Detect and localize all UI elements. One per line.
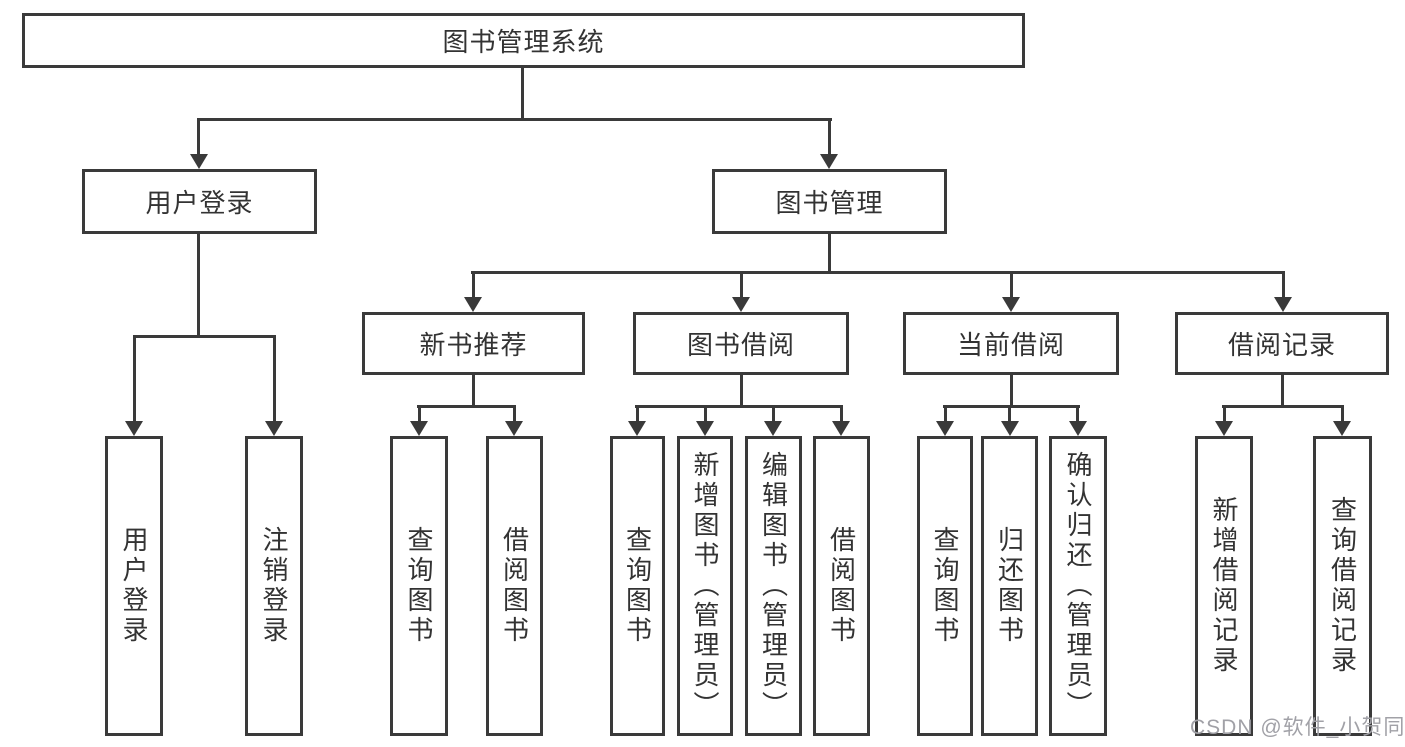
node-borrowing-records: 借阅记录 (1175, 312, 1389, 375)
node-label: 确认归还（管理员） (1063, 451, 1093, 721)
arrow-head (1001, 421, 1019, 436)
node-label: 借阅图书 (826, 526, 857, 646)
arrow-head (1215, 421, 1233, 436)
leaf-borrow-books: 借阅图书 (813, 436, 870, 736)
arrow-head (505, 421, 523, 436)
leaf-confirm-return-admin: 确认归还（管理员） (1049, 436, 1107, 736)
node-label: 归还图书 (994, 526, 1025, 646)
arrow-head (1002, 297, 1020, 312)
connector-line (472, 375, 475, 408)
node-label: 借阅记录 (1227, 330, 1336, 360)
connector-line (1008, 405, 1011, 423)
connector-line (1010, 271, 1013, 299)
arrow-head (820, 154, 838, 169)
node-label: 查询图书 (930, 526, 960, 646)
node-label: 查询图书 (404, 526, 434, 646)
connector-line (472, 271, 475, 299)
leaf-borrow-books-recommend: 借阅图书 (486, 436, 543, 736)
connector-line (828, 234, 831, 274)
connector-line (704, 405, 707, 423)
arrow-head (190, 154, 208, 169)
connector-line (471, 271, 1285, 274)
node-label: 编辑图书（管理员） (758, 451, 789, 721)
leaf-add-books-admin: 新增图书（管理员） (677, 436, 733, 736)
connector-line (197, 118, 200, 158)
connector-line (840, 405, 843, 423)
connector-line (417, 405, 516, 408)
node-label: 图书管理系统 (442, 27, 605, 57)
arrow-head (832, 421, 850, 436)
arrow-head (125, 421, 143, 436)
connector-line (635, 405, 843, 408)
leaf-query-books-borrowing: 查询图书 (610, 436, 665, 736)
connector-line (828, 118, 831, 158)
connector-line (772, 405, 775, 423)
connector-line (636, 405, 639, 423)
node-label: 注销登录 (259, 526, 289, 646)
connector-line (133, 335, 276, 338)
connector-line (197, 118, 832, 121)
node-book-management: 图书管理 (712, 169, 947, 234)
node-label: 查询借阅记录 (1327, 496, 1358, 676)
node-current-borrowing: 当前借阅 (903, 312, 1119, 375)
connector-line (133, 335, 136, 423)
connector-line (1222, 405, 1344, 408)
node-label: 当前借阅 (956, 330, 1065, 360)
arrow-head (410, 421, 428, 436)
node-label: 新增图书（管理员） (690, 451, 720, 721)
leaf-return-books: 归还图书 (981, 436, 1038, 736)
arrow-head (265, 421, 283, 436)
csdn-watermark: CSDN @软件_小贺同学 (1190, 716, 1405, 739)
leaf-query-books-recommend: 查询图书 (390, 436, 448, 736)
connector-line (1076, 405, 1079, 423)
leaf-user-login: 用户登录 (105, 436, 163, 736)
connector-line (418, 405, 421, 423)
connector-line (513, 405, 516, 423)
arrow-head (464, 297, 482, 312)
connector-line (1223, 405, 1226, 423)
arrow-head (1274, 297, 1292, 312)
arrow-head (764, 421, 782, 436)
arrow-head (1069, 421, 1087, 436)
leaf-query-books-current: 查询图书 (917, 436, 973, 736)
node-label: 查询图书 (622, 526, 653, 646)
node-book-borrowing: 图书借阅 (633, 312, 849, 375)
connector-line (740, 271, 743, 299)
arrow-head (696, 421, 714, 436)
node-label: 用户登录 (119, 526, 149, 646)
node-user-login: 用户登录 (82, 169, 317, 234)
leaf-edit-books-admin: 编辑图书（管理员） (745, 436, 802, 736)
connector-line (1010, 375, 1013, 408)
arrow-head (936, 421, 954, 436)
node-root-library-system: 图书管理系统 (22, 13, 1025, 68)
node-new-book-recommendation: 新书推荐 (362, 312, 585, 375)
leaf-logout: 注销登录 (245, 436, 303, 736)
leaf-query-borrow-record: 查询借阅记录 (1313, 436, 1372, 736)
node-label: 图书借阅 (686, 330, 795, 360)
node-label: 用户登录 (145, 188, 254, 218)
connector-line (1281, 375, 1284, 408)
node-label: 借阅图书 (499, 526, 530, 646)
connector-line (273, 335, 276, 423)
connector-line (944, 405, 947, 423)
connector-line (943, 405, 1080, 408)
connector-line (197, 234, 200, 338)
node-label: 新增借阅记录 (1209, 496, 1239, 676)
connector-line (1282, 271, 1285, 299)
arrow-head (732, 297, 750, 312)
node-label: 图书管理 (775, 188, 884, 218)
connector-line (1341, 405, 1344, 423)
node-label: 新书推荐 (419, 330, 528, 360)
connector-line (521, 68, 524, 121)
leaf-add-borrow-record: 新增借阅记录 (1195, 436, 1253, 736)
connector-line (740, 375, 743, 408)
arrow-head (628, 421, 646, 436)
arrow-head (1333, 421, 1351, 436)
